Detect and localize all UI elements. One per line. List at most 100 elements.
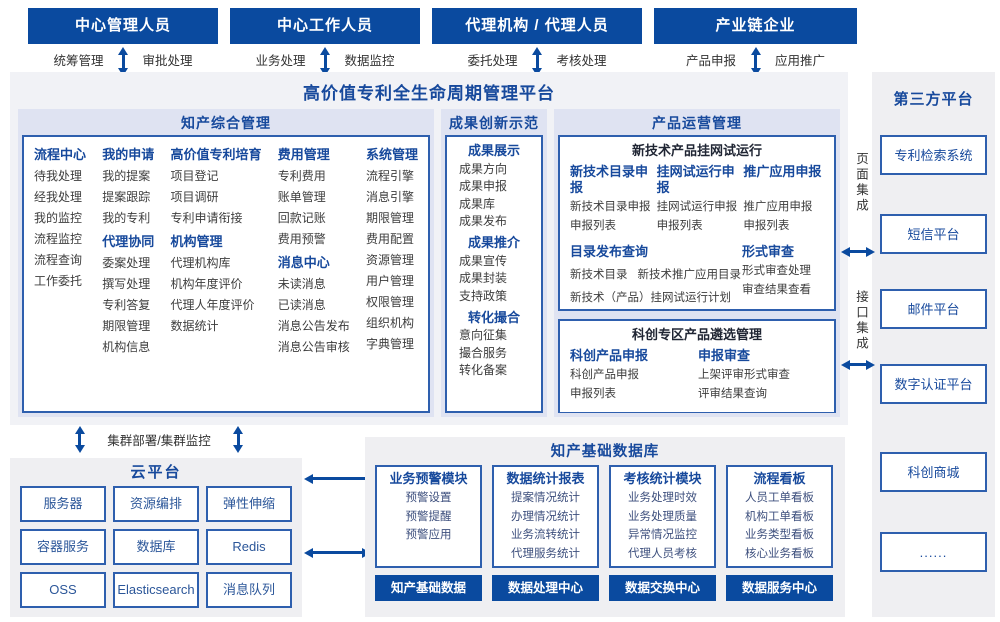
menu-entry: 挂网试运行申报 [656, 201, 738, 213]
menu-entry: 已读消息 [277, 298, 326, 312]
menu-entry: 形式审查处理 [742, 265, 811, 277]
menu-entry: 费用预警 [277, 232, 326, 246]
menu-entry: 推广应用申报 [743, 201, 813, 213]
section-body: 流程中心待我处理经我处理我的监控流程监控流程查询工作委托 我的申请我的提案提案跟… [22, 135, 430, 413]
menu-entry: 申报列表 [743, 220, 790, 232]
menu-entry: 代理人年度评价 [170, 298, 255, 312]
catalog-query-group: 目录发布查询 新技术目录 新技术推广应用目录 新技术（产品）挂网试运行计划 [570, 242, 742, 310]
module-card: 数据统计报表 提案情况统计 办理情况统计 业务流转统计 代理服务统计 [492, 465, 599, 568]
section-title: 知产综合管理 [181, 115, 271, 131]
third-party-title: 第三方平台 [893, 91, 974, 108]
menu-entry: 转化备案 [459, 363, 508, 377]
double-arrow-vertical-icon [78, 433, 81, 446]
menu-entry: 期限管理 [365, 211, 414, 225]
role-industry-enterprise: 产业链企业 产品申报 应用推广 [654, 8, 857, 74]
double-arrow-vertical-icon [323, 53, 327, 69]
group-header: 推广应用申报 [743, 164, 822, 179]
menu-entry: 支持政策 [459, 288, 508, 303]
menu-entry: 意向征集 [459, 328, 508, 342]
platform-panel: 高价值专利全生命周期管理平台 知产综合管理 流程中心待我处理经我处理我的监控流程… [10, 72, 848, 425]
achievement-column: 成果展示成果方向成果申报成果库成果发布成果推介成果宣传成果封装支持政策转化撮合意… [447, 143, 541, 378]
menu-entry: 新技术（产品）挂网试运行计划 [570, 292, 731, 304]
menu-entry: 组织机构 [365, 316, 414, 330]
menu-entry: 代理人员考核 [628, 547, 697, 560]
db-module-warning: 业务预警模块 预警设置 预警提醒 预警应用 知产基础数据 [375, 465, 482, 601]
double-arrow-vertical-icon [121, 53, 125, 69]
platform-title: 高价值专利全生命周期管理平台 [303, 84, 555, 103]
menu-entry: 权限管理 [365, 295, 414, 309]
menu-entry: 成果推介 [467, 235, 520, 250]
trial-run-columns: 新技术目录申报 新技术目录申报 申报列表 挂网试运行申报 挂网试运行申报 申报列… [570, 162, 824, 238]
role-action-left: 产品申报 [685, 53, 736, 68]
menu-entry: 字典管理 [365, 337, 414, 351]
menu-entry: 我的专利 [102, 211, 151, 225]
menu-entry: 消息公告发布 [277, 319, 350, 333]
role-action-right: 审批处理 [142, 53, 193, 68]
third-party-panel: 第三方平台 专利检索系统短信平台邮件平台数字认证平台科创商城...... [872, 72, 995, 617]
third-party-box: 专利检索系统 [880, 135, 987, 175]
section-body: 成果展示成果方向成果申报成果库成果发布成果推介成果宣传成果封装支持政策转化撮合意… [445, 135, 543, 413]
menu-entry: 异常情况监控 [628, 529, 697, 541]
third-party-boxes: 专利检索系统短信平台邮件平台数字认证平台科创商城...... [872, 72, 995, 617]
menu-entry: 项目登记 [170, 169, 219, 183]
role-title: 代理机构 / 代理人员 [432, 8, 642, 44]
user-roles-row: 中心管理人员 统筹管理 审批处理 中心工作人员 业务处理 数据监控 代理机构 /… [28, 8, 857, 74]
menu-entry: 人员工单看板 [745, 492, 814, 504]
menu-entry: 代理协同 [102, 234, 155, 249]
module-header: 业务预警模块 [389, 471, 468, 486]
module-header: 数据统计报表 [506, 471, 585, 486]
menu-entry: 提案跟踪 [102, 190, 151, 204]
menu-entry: 高价值专利培育 [170, 147, 262, 162]
platform-sections: 知产综合管理 流程中心待我处理经我处理我的监控流程监控流程查询工作委托 我的申请… [18, 109, 840, 417]
role-action-right: 数据监控 [344, 53, 395, 68]
menu-entry: 资源管理 [365, 253, 414, 267]
role-action-left: 委托处理 [467, 53, 518, 68]
ip-column: 费用管理专利费用账单管理回款记账费用预警消息中心未读消息已读消息消息公告发布消息… [278, 139, 350, 361]
menu-entry: 预警应用 [405, 529, 452, 541]
module-header: 考核统计模块 [623, 471, 702, 486]
menu-entry: 业务流转统计 [511, 529, 580, 541]
db-module-kanban: 流程看板 人员工单看板 机构工单看板 业务类型看板 核心业务看板 数据服务中心 [726, 465, 833, 601]
section-title: 成果创新示范 [449, 115, 539, 131]
cloud-service-box: Elasticsearch [113, 572, 199, 608]
double-arrow-vertical-icon [754, 53, 757, 69]
api-integration-label: 接口集成 [854, 290, 868, 352]
role-center-manager: 中心管理人员 统筹管理 审批处理 [28, 8, 218, 74]
menu-entry: 委案处理 [102, 256, 151, 270]
module-card: 流程看板 人员工单看板 机构工单看板 业务类型看板 核心业务看板 [726, 465, 833, 568]
menu-entry: 数据统计 [170, 319, 219, 333]
cloud-db-arrow-double-icon [310, 551, 365, 554]
trial-run-box: 新技术产品挂网试运行 新技术目录申报 新技术目录申报 申报列表 挂网试运行申报 … [558, 135, 836, 311]
page-integration-label: 页面集成 [854, 152, 868, 214]
menu-entry: 预警设置 [405, 492, 452, 504]
role-action-right: 考核处理 [556, 53, 607, 68]
menu-entry: 核心业务看板 [745, 547, 814, 560]
group-header: 形式审查 [742, 244, 795, 259]
module-footer: 知产基础数据 [375, 575, 482, 601]
module-footer: 数据服务中心 [726, 575, 833, 601]
menu-entry: 经我处理 [34, 190, 83, 204]
third-party-box: ...... [880, 532, 987, 572]
menu-entry: 系统管理 [365, 147, 418, 162]
menu-entry: 专利申请衔接 [170, 211, 243, 225]
section-achievement-demo: 成果创新示范 成果展示成果方向成果申报成果库成果发布成果推介成果宣传成果封装支持… [441, 109, 547, 417]
group-header: 目录发布查询 [570, 244, 649, 259]
db-module-assessment: 考核统计模块 业务处理时效 业务处理质量 异常情况监控 代理人员考核 数据交换中… [609, 465, 716, 601]
selection-columns: 科创产品申报 科创产品申报 申报列表 申报审查 上架评审形式审查 评审结果查询 [570, 346, 824, 406]
double-arrow-vertical-icon [236, 433, 240, 446]
menu-entry: 科创产品申报 [570, 369, 639, 381]
section-title: 产品运营管理 [652, 115, 742, 131]
role-actions: 委托处理 考核处理 [432, 44, 642, 74]
menu-entry: 新技术目录 [570, 269, 628, 281]
trial-column: 挂网试运行申报 挂网试运行申报 申报列表 [657, 162, 738, 238]
menu-entry: 机构管理 [170, 234, 223, 249]
menu-entry: 预警提醒 [405, 510, 452, 523]
trial-column: 推广应用申报 推广应用申报 申报列表 [743, 162, 824, 238]
third-party-box: 科创商城 [880, 452, 987, 492]
menu-entry: 业务类型看板 [745, 529, 814, 541]
role-actions: 产品申报 应用推广 [654, 44, 857, 74]
menu-entry: 机构工单看板 [745, 510, 814, 523]
